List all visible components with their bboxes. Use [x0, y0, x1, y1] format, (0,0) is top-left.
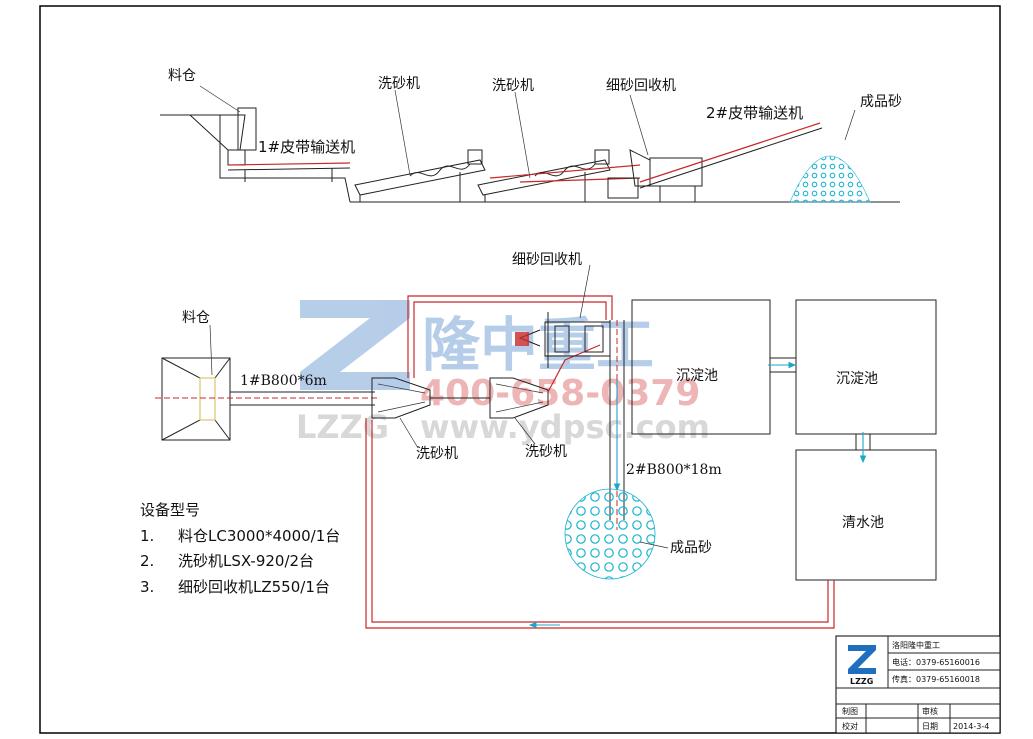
pool-sedimentation-1	[631, 299, 771, 435]
logo-text: LZZG	[850, 677, 873, 686]
plan-product-pile	[564, 488, 656, 580]
elevation-washer-2	[477, 149, 611, 202]
plan-return-pipe-top	[407, 295, 613, 378]
watermark-phone: 400-658-0379	[420, 373, 700, 414]
watermark: 隆中重工 400-658-0379 LZZG www.ydpsc.com	[296, 300, 710, 446]
equipment-item-2-num: 2.	[140, 552, 154, 570]
watermark-logo-icon	[300, 300, 410, 390]
company-phone: 电话：0379-65160016	[892, 657, 980, 667]
equipment-item-2-text: 洗砂机LSX-920/2台	[178, 552, 314, 570]
elevation-washer2-label: 洗砂机	[492, 78, 534, 94]
equipment-title: 设备型号	[140, 501, 200, 519]
elevation-view: 料仓 1#皮带输送机 洗砂机 洗砂机	[160, 68, 902, 203]
elevation-recycler-label: 细砂回收机	[606, 78, 676, 94]
plan-recycler	[515, 312, 611, 368]
plan-product-label: 成品砂	[670, 540, 712, 556]
plan-hopper-label: 料仓	[182, 310, 210, 326]
plan-recycler-label: 细砂回收机	[512, 252, 582, 268]
company-name: 洛阳隆中重工	[892, 640, 940, 650]
elevation-product-label: 成品砂	[860, 94, 902, 110]
elevation-product-pile	[789, 155, 871, 203]
elevation-hopper	[188, 107, 257, 166]
date-value: 2014-3-4	[953, 722, 989, 731]
pool1-label: 沉淀池	[676, 368, 718, 384]
elevation-conveyor-2	[639, 122, 823, 189]
pool-clear-water	[795, 449, 937, 581]
equipment-item-3-text: 细砂回收机LZ550/1台	[178, 578, 330, 596]
drawn-label: 制图	[842, 706, 858, 716]
elevation-washer-1	[354, 149, 486, 202]
pool-sedimentation-2	[795, 299, 937, 435]
plan-conveyor1-spec: 1#B800*6m	[240, 373, 327, 389]
company-logo-icon	[848, 645, 876, 674]
pool3-label: 清水池	[842, 515, 884, 531]
check-label: 校对	[842, 721, 858, 731]
plan-washer-2	[489, 377, 549, 419]
equipment-list: 设备型号 1. 料仓LC3000*4000/1台 2. 洗砂机LSX-920/2…	[140, 501, 340, 596]
equipment-item-1-num: 1.	[140, 527, 154, 545]
elevation-conveyor1-label: 1#皮带输送机	[258, 138, 355, 156]
review-label: 审核	[922, 706, 938, 716]
equipment-item-1-text: 料仓LC3000*4000/1台	[178, 527, 340, 545]
equipment-item-3-num: 3.	[140, 578, 154, 596]
elevation-washer1-label: 洗砂机	[378, 76, 420, 92]
title-block: LZZG 洛阳隆中重工 电话：0379-65160016 传真：0379-651…	[835, 635, 1001, 734]
plan-washer2-label: 洗砂机	[525, 444, 567, 460]
elevation-recycler	[607, 149, 703, 202]
plan-view: 料仓 1#B800*6m 洗砂机 洗砂机	[155, 252, 937, 629]
company-fax: 传真：0379-65160018	[892, 674, 980, 684]
date-label: 日期	[922, 722, 938, 731]
elevation-conveyor-1	[227, 162, 351, 182]
plan-hopper	[161, 357, 231, 441]
elevation-hopper-label: 料仓	[168, 68, 196, 84]
watermark-site: www.ydpsc.com	[420, 408, 710, 446]
plan-washer1-label: 洗砂机	[416, 446, 458, 462]
plan-return-pipe-bottom	[371, 420, 829, 623]
elevation-conveyor2-label: 2#皮带输送机	[706, 104, 803, 122]
drawing-border	[39, 5, 1001, 734]
pool2-label: 沉淀池	[836, 371, 878, 387]
plan-conveyor2-spec: 2#B800*18m	[626, 462, 722, 478]
plan-washer-1	[371, 377, 431, 419]
plan-conveyor-1	[155, 391, 378, 406]
watermark-abbr: LZZG	[296, 408, 389, 446]
